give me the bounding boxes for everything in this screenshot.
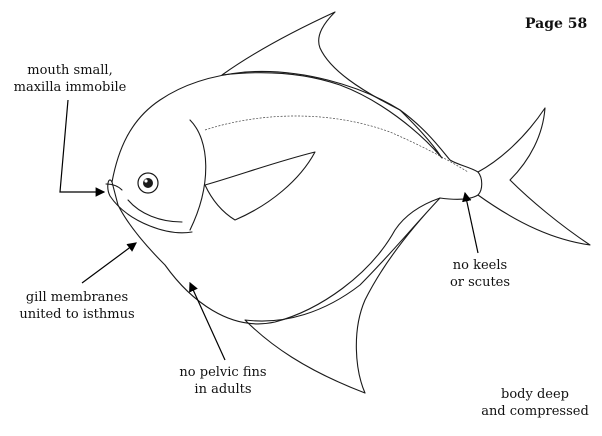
label-pelvic: no pelvic fins in adults (158, 364, 288, 398)
dorsal-fin (222, 12, 442, 158)
label-gill-line-2: united to isthmus (2, 306, 152, 323)
page-number: Page 58 (525, 16, 587, 32)
label-body-line-1: body deep (470, 386, 600, 403)
label-body-line-2: and compressed (470, 403, 600, 420)
keels-arrow (465, 193, 478, 253)
label-keels: no keels or scutes (440, 257, 520, 291)
label-gill: gill membranes united to isthmus (2, 289, 152, 323)
label-mouth-line-2: maxilla immobile (10, 79, 130, 96)
operculum-line (190, 120, 206, 230)
label-keels-line-2: or scutes (440, 274, 520, 291)
label-keels-line-1: no keels (440, 257, 520, 274)
label-mouth-line-1: mouth small, (10, 62, 130, 79)
label-gill-line-1: gill membranes (2, 289, 152, 306)
mouth-arrow (60, 100, 104, 192)
eye-highlight-icon (144, 179, 147, 182)
pupil-icon (143, 178, 153, 188)
caudal-fin (478, 108, 590, 245)
cheek-line (128, 200, 182, 222)
label-mouth: mouth small, maxilla immobile (10, 62, 130, 96)
label-pelvic-line-2: in adults (158, 381, 288, 398)
fish-body-outline (112, 71, 482, 323)
label-pelvic-line-1: no pelvic fins (158, 364, 288, 381)
gill-arrow (82, 243, 136, 283)
label-body: body deep and compressed (470, 386, 600, 420)
pectoral-fin (205, 152, 315, 220)
pelvic-arrow (190, 283, 225, 360)
